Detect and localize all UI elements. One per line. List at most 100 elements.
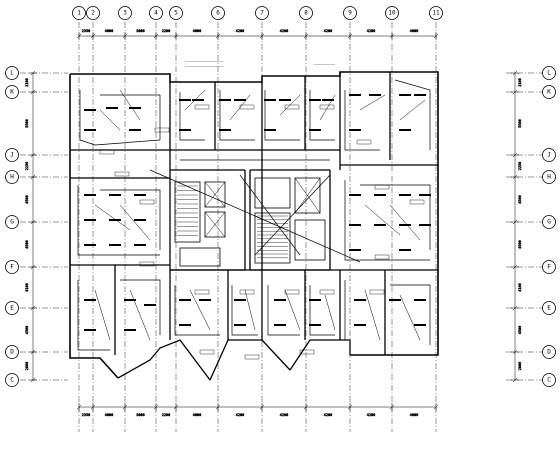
axis-label: G [10, 219, 14, 226]
svg-text:2350: 2350 [82, 29, 90, 33]
svg-text:2200: 2200 [162, 413, 170, 417]
axis-label: J [547, 152, 551, 159]
axis-bubble [5, 170, 19, 184]
fluorescent-light-icon [309, 129, 321, 131]
fluorescent-light-icon [129, 107, 141, 109]
axis-label: C [10, 377, 14, 384]
axis-label: 10 [388, 10, 396, 17]
svg-text:5500: 5500 [25, 119, 29, 127]
fluorescent-light-icon [419, 194, 431, 196]
fluorescent-light-icon [354, 324, 366, 326]
axis-label: 2 [91, 10, 95, 17]
axis-label: 3 [123, 10, 127, 17]
axis-bubble [169, 6, 183, 20]
svg-text:4500: 4500 [25, 240, 29, 248]
fluorescent-light-icon [274, 324, 286, 326]
axis-bubble [255, 6, 269, 20]
axis-bubble [211, 6, 225, 20]
axis-bubble [5, 85, 19, 99]
axis-label: E [10, 305, 14, 312]
svg-text:4200: 4200 [324, 29, 332, 33]
fluorescent-light-icon [349, 224, 361, 226]
fluorescent-light-icon [399, 129, 411, 131]
axis-label: 5 [174, 10, 178, 17]
svg-text:2350: 2350 [82, 413, 90, 417]
axis-label: D [547, 349, 551, 356]
axis-label: L [547, 70, 551, 77]
svg-text:5500: 5500 [518, 119, 522, 127]
svg-text:2100: 2100 [25, 78, 29, 86]
fluorescent-light-icon [349, 94, 361, 96]
svg-text:3000: 3000 [136, 29, 144, 33]
axis-label: K [10, 89, 14, 96]
axis-label: L [10, 70, 14, 77]
fluorescent-light-icon [389, 299, 401, 301]
fluorescent-light-icon [84, 244, 96, 246]
svg-text:4000: 4000 [193, 413, 201, 417]
fluorescent-light-icon [309, 99, 321, 101]
fluorescent-light-icon [419, 224, 431, 226]
axis-bubble [429, 6, 443, 20]
fluorescent-light-icon [84, 329, 96, 331]
svg-text:4500: 4500 [518, 195, 522, 203]
fluorescent-light-icon [179, 99, 191, 101]
svg-text:4200: 4200 [280, 29, 288, 33]
axis-bubble [542, 85, 556, 99]
axis-bubble [5, 260, 19, 274]
svg-text:2800: 2800 [518, 362, 522, 370]
svg-text:4100: 4100 [518, 283, 522, 291]
walls [69, 71, 439, 381]
svg-text:——————————: —————————— [314, 62, 336, 66]
fluorescent-light-icon [354, 299, 366, 301]
axis-label: J [10, 152, 14, 159]
axis-label: H [547, 174, 551, 181]
fluorescent-light-icon [414, 94, 426, 96]
fluorescent-light-icon [234, 299, 246, 301]
axis-label: D [10, 349, 14, 356]
wiring [77, 79, 431, 351]
axis-label: E [547, 305, 551, 312]
svg-text:4000: 4000 [105, 29, 113, 33]
fluorescent-light-icon [374, 194, 386, 196]
axis-bubble [118, 6, 132, 20]
axis-label: K [547, 89, 551, 96]
fluorescent-light-icon [234, 324, 246, 326]
svg-text:4200: 4200 [367, 413, 375, 417]
fluorescent-light-icon [179, 324, 191, 326]
fluorescent-light-icon [219, 99, 231, 101]
svg-text:4200: 4200 [236, 29, 244, 33]
svg-text:——————————————————: —————————————————— [185, 64, 224, 68]
svg-text:——————————————————: —————————————————— [185, 59, 224, 63]
axis-label: 6 [216, 10, 220, 17]
axis-bubble [343, 6, 357, 20]
svg-text:4000: 4000 [105, 413, 113, 417]
svg-text:3000: 3000 [136, 413, 144, 417]
fluorescent-light-icon [109, 194, 121, 196]
axis-bubble [5, 215, 19, 229]
dimension-lines: 2350 2350 4000 4000 3000 3000 2200 2200 4000 4000… [25, 29, 523, 418]
fluorescent-light-icon [179, 299, 191, 301]
fluorescent-light-icon [414, 299, 426, 301]
svg-text:4200: 4200 [324, 413, 332, 417]
svg-text:2200: 2200 [162, 29, 170, 33]
fluorescent-light-icon [264, 99, 276, 101]
light-fixtures [84, 94, 431, 331]
axis-bubble [72, 6, 86, 20]
axis-bubble [542, 148, 556, 162]
fluorescent-light-icon [109, 244, 121, 246]
axis-bubble [542, 215, 556, 229]
axis-label: 7 [260, 10, 264, 17]
fluorescent-light-icon [399, 194, 411, 196]
fluorescent-light-icon [144, 304, 156, 306]
axis-bubble [385, 6, 399, 20]
svg-text:4200: 4200 [236, 413, 244, 417]
svg-text:4000: 4000 [193, 29, 201, 33]
svg-text:2250: 2250 [25, 162, 29, 170]
fluorescent-light-icon [399, 249, 411, 251]
fluorescent-light-icon [219, 129, 231, 131]
svg-text:4000: 4000 [410, 29, 418, 33]
fluorescent-light-icon [264, 129, 276, 131]
axis-label: G [547, 219, 551, 226]
fluorescent-light-icon [179, 129, 191, 131]
